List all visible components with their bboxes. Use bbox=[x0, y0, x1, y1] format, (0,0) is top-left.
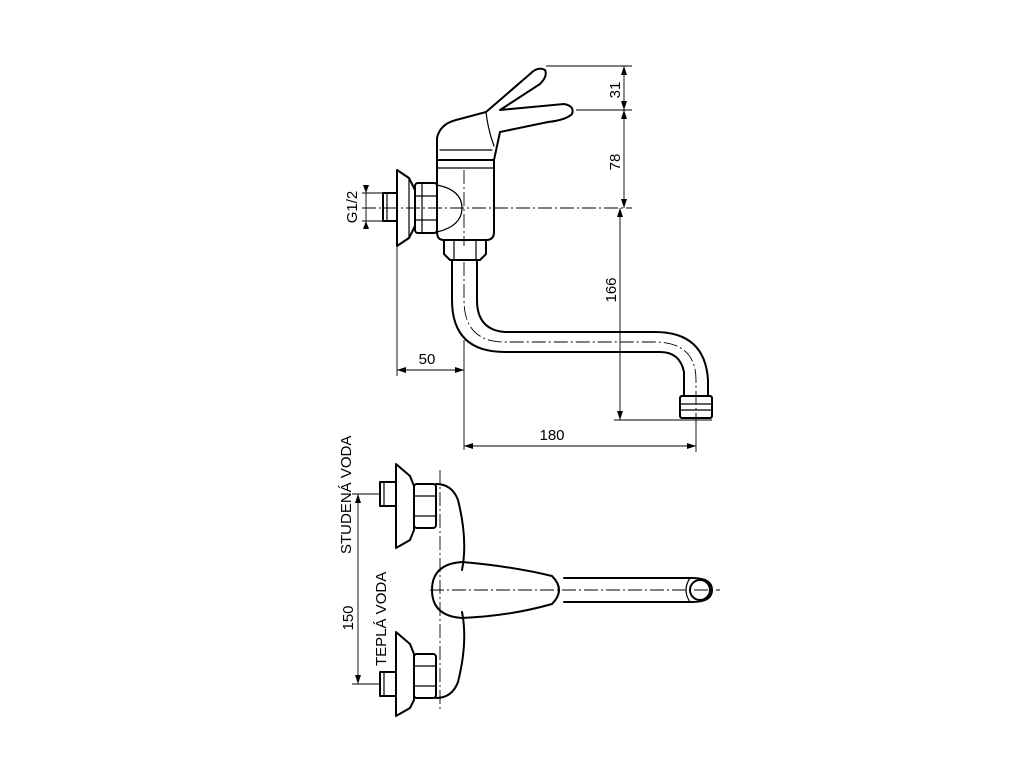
hot-water-label: TEPLÁ VODA bbox=[373, 572, 390, 666]
aerator bbox=[679, 395, 713, 419]
top-body bbox=[435, 470, 466, 712]
cold-inlet bbox=[379, 463, 437, 549]
dim-spout-reach-label: 180 bbox=[539, 427, 564, 444]
dim-thread-label: G1/2 bbox=[344, 191, 361, 224]
dim-body-height-label: 78 bbox=[607, 154, 624, 171]
dim-wall-offset-label: 50 bbox=[419, 351, 436, 368]
dim-wall-offset: 50 bbox=[396, 246, 465, 450]
dim-spout-drop: 166 bbox=[603, 208, 712, 421]
hot-inlet bbox=[379, 631, 437, 717]
dim-thread: G1/2 bbox=[344, 185, 383, 229]
spout-pipe bbox=[451, 259, 709, 420]
side-view: 31 78 G1/2 166 bbox=[344, 65, 713, 452]
lever-handle bbox=[436, 67, 574, 161]
dim-inlet-spacing-label: 150 bbox=[340, 605, 357, 630]
top-lever bbox=[430, 561, 720, 619]
cold-water-label: STUDENÁ VODA bbox=[338, 436, 355, 554]
dim-spout-drop-label: 166 bbox=[603, 277, 620, 302]
dim-handle-height-label: 31 bbox=[607, 82, 624, 99]
thread-stub bbox=[382, 192, 398, 222]
mixer-body bbox=[436, 159, 495, 241]
top-spout bbox=[563, 577, 713, 603]
top-view: 150 STUDENÁ VODA TEPLÁ VODA bbox=[338, 436, 720, 717]
dim-body-height: 78 bbox=[607, 110, 627, 208]
dim-spout-reach: 180 bbox=[464, 420, 697, 452]
dim-handle-height: 31 bbox=[546, 65, 632, 111]
spout-nut bbox=[443, 239, 487, 261]
dim-inlet-spacing: 150 bbox=[340, 493, 380, 685]
